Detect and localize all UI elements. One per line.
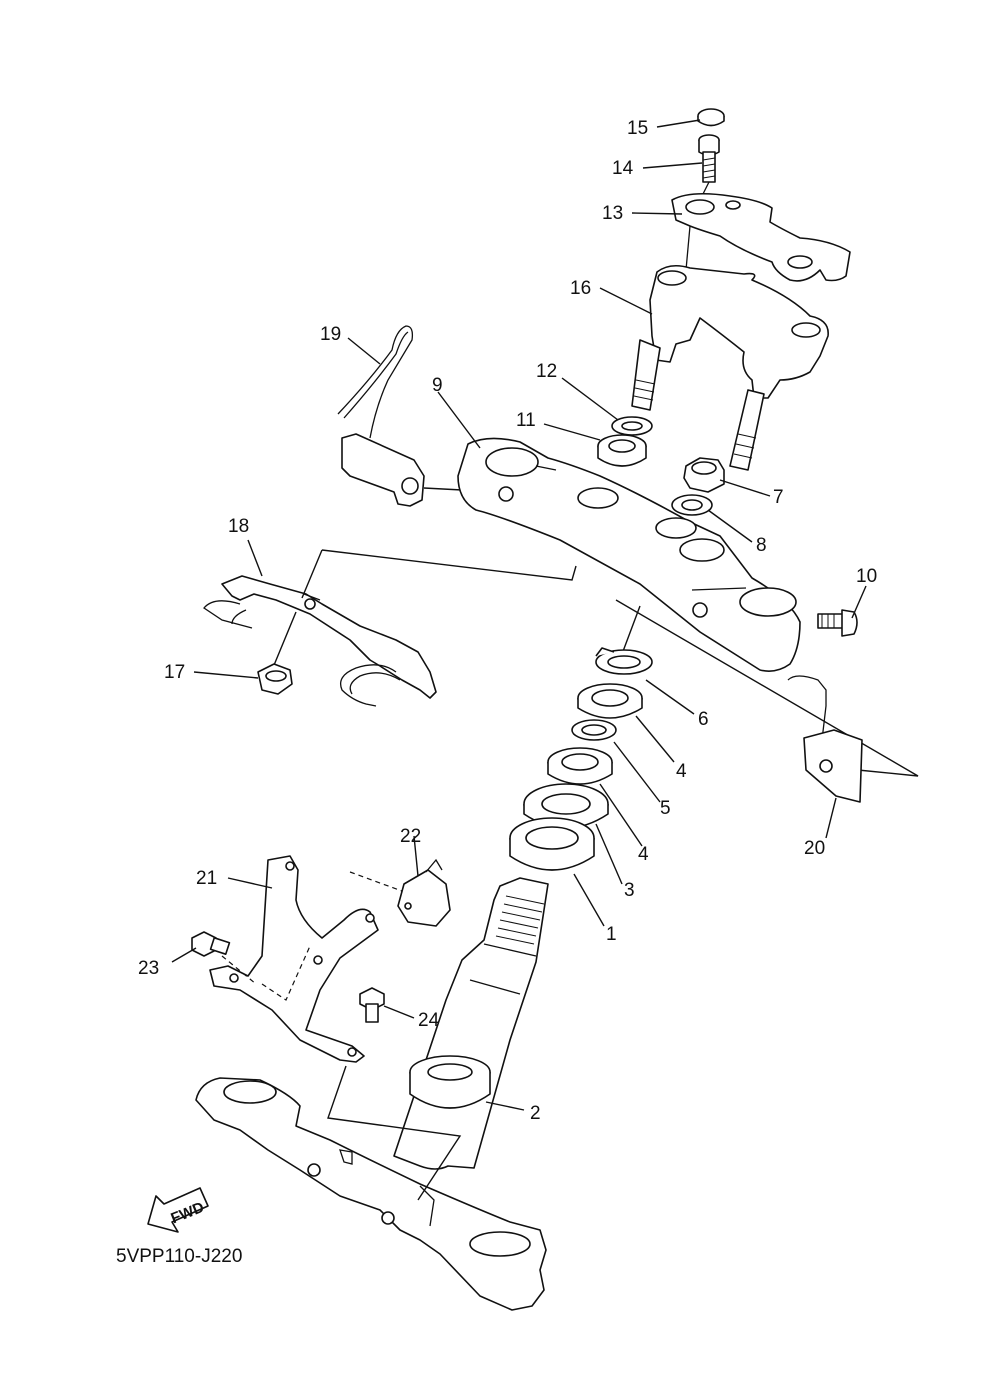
callout-4b: 4 xyxy=(638,844,649,865)
part-24-bolt xyxy=(327,987,462,1201)
callout-18: 18 xyxy=(228,516,249,537)
callout-10: 10 xyxy=(856,566,877,587)
callout-4a: 4 xyxy=(676,761,687,782)
callout-17: 17 xyxy=(164,662,185,683)
callout-9: 9 xyxy=(432,375,443,396)
diagram-code: 5VPP110-J220 xyxy=(116,1246,242,1267)
part-2-lower-bearing xyxy=(409,1055,491,1109)
part-1-bearing xyxy=(509,817,595,871)
part-22-bracket xyxy=(397,858,451,927)
callout-6: 6 xyxy=(698,709,709,730)
fwd-arrow-icon: FWD xyxy=(147,1187,209,1233)
callout-23: 23 xyxy=(138,958,159,979)
under-bracket xyxy=(195,1077,547,1311)
part-4-ring-nut-upper xyxy=(577,683,643,719)
callout-21: 21 xyxy=(196,868,217,889)
part-18-bracket xyxy=(203,549,577,707)
part-14-bolt xyxy=(698,134,720,201)
callout-5: 5 xyxy=(660,798,671,819)
part-5-washer xyxy=(571,719,617,741)
callout-8: 8 xyxy=(756,535,767,556)
leader-lines xyxy=(171,119,867,1111)
part-17-nut xyxy=(257,663,293,695)
part-10-bolt xyxy=(817,609,858,637)
callout-15: 15 xyxy=(627,118,648,139)
part-15-cap xyxy=(697,108,725,127)
part-4-ring-nut-lower xyxy=(547,747,613,785)
callout-20: 20 xyxy=(804,838,825,859)
callout-13: 13 xyxy=(602,203,623,224)
part-13-upper-holder xyxy=(671,192,851,282)
callout-16: 16 xyxy=(570,278,591,299)
part-21-bracket xyxy=(209,855,411,1063)
part-16-lower-holder xyxy=(631,264,829,471)
callouts: 15 14 13 16 19 12 9 11 7 8 18 10 17 6 4 … xyxy=(138,118,877,1124)
callout-24: 24 xyxy=(418,1010,440,1031)
callout-2: 2 xyxy=(530,1103,541,1124)
callout-19: 19 xyxy=(320,324,341,345)
part-7-nut xyxy=(683,457,725,493)
callout-11: 11 xyxy=(516,410,536,431)
part-8-washer xyxy=(671,494,713,516)
part-20-clamp xyxy=(787,675,863,803)
part-23-bolt xyxy=(191,931,257,985)
callout-14: 14 xyxy=(612,158,634,179)
callout-3: 3 xyxy=(624,880,635,901)
callout-12: 12 xyxy=(536,361,557,382)
part-9-upper-bracket xyxy=(457,437,801,672)
callout-1: 1 xyxy=(606,924,617,945)
part-6-lock-washer xyxy=(595,647,653,675)
callout-7: 7 xyxy=(773,487,784,508)
callout-22: 22 xyxy=(400,826,421,847)
part-12-washer xyxy=(611,416,653,436)
part-11-bushing xyxy=(597,434,647,467)
